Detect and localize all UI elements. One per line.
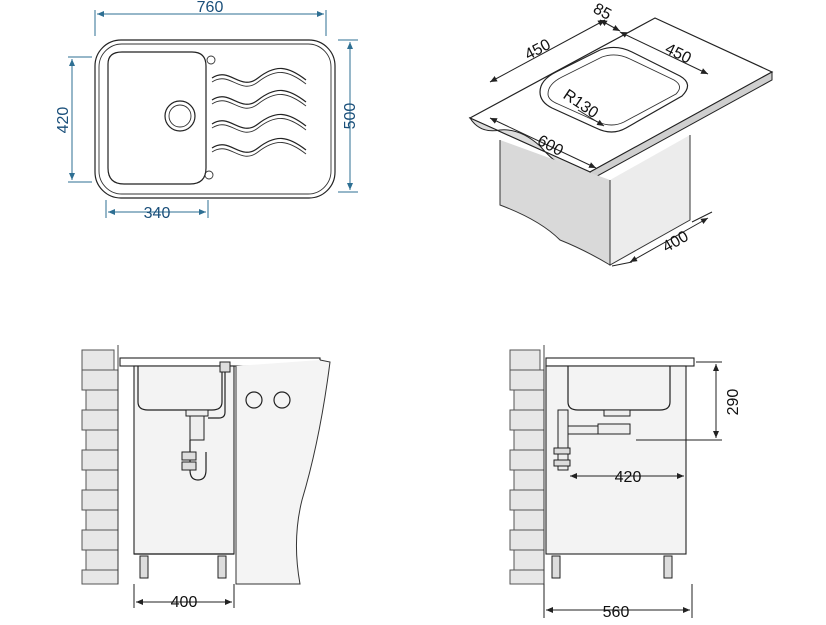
side-countertop bbox=[545, 357, 695, 367]
dim-side-height: 290 bbox=[725, 389, 742, 416]
dim-side-cabinet-depth: 560 bbox=[603, 604, 630, 620]
dim-perspective-offset: 85 bbox=[590, 0, 614, 23]
dim-side-drain-offset: 420 bbox=[615, 469, 642, 486]
tap-hole-bottom bbox=[204, 170, 214, 180]
perspective-cabinet-view: 85 450 450 R130 600 400 bbox=[468, 0, 774, 267]
sink-outline bbox=[94, 39, 336, 199]
side-leg-left bbox=[551, 555, 561, 579]
cabinet-leg-left bbox=[139, 555, 149, 579]
adjacent-cabinet-panel bbox=[235, 359, 331, 585]
brick-wall-left bbox=[81, 349, 119, 585]
sink-inner-rim bbox=[98, 43, 332, 195]
brick-wall-right-view bbox=[509, 349, 545, 585]
sink-top-view: 760 500 420 340 bbox=[55, 0, 359, 222]
dim-front-cabinet-width: 400 bbox=[171, 594, 198, 611]
drainboard-waves bbox=[211, 67, 307, 157]
front-bowl bbox=[137, 366, 223, 411]
tap-hole-top bbox=[206, 55, 216, 65]
drain-outer bbox=[164, 100, 196, 132]
dim-top-depth: 500 bbox=[342, 103, 359, 130]
side-waste-pipe bbox=[567, 425, 599, 435]
front-drain bbox=[185, 409, 209, 417]
side-leg-right bbox=[663, 555, 673, 579]
cabinet-leg-right bbox=[217, 555, 227, 579]
side-trap bbox=[557, 409, 569, 471]
sink-bowl bbox=[107, 51, 207, 185]
dim-bowl-depth: 420 bbox=[55, 107, 72, 134]
cabinet-front-panel bbox=[499, 140, 611, 266]
dim-perspective-bowl-width: 450 bbox=[522, 36, 554, 64]
side-section-view: 290 420 560 bbox=[509, 345, 742, 621]
dim-top-width: 760 bbox=[197, 0, 224, 16]
drain-inner bbox=[168, 104, 192, 128]
side-drain bbox=[603, 409, 631, 417]
wall-outlet-left bbox=[245, 391, 263, 409]
front-section-view: 400 bbox=[81, 345, 331, 611]
dim-bowl-width: 340 bbox=[144, 205, 171, 222]
front-overflow bbox=[219, 361, 231, 373]
wall-outlet-right bbox=[273, 391, 291, 409]
front-siphon bbox=[189, 440, 207, 481]
